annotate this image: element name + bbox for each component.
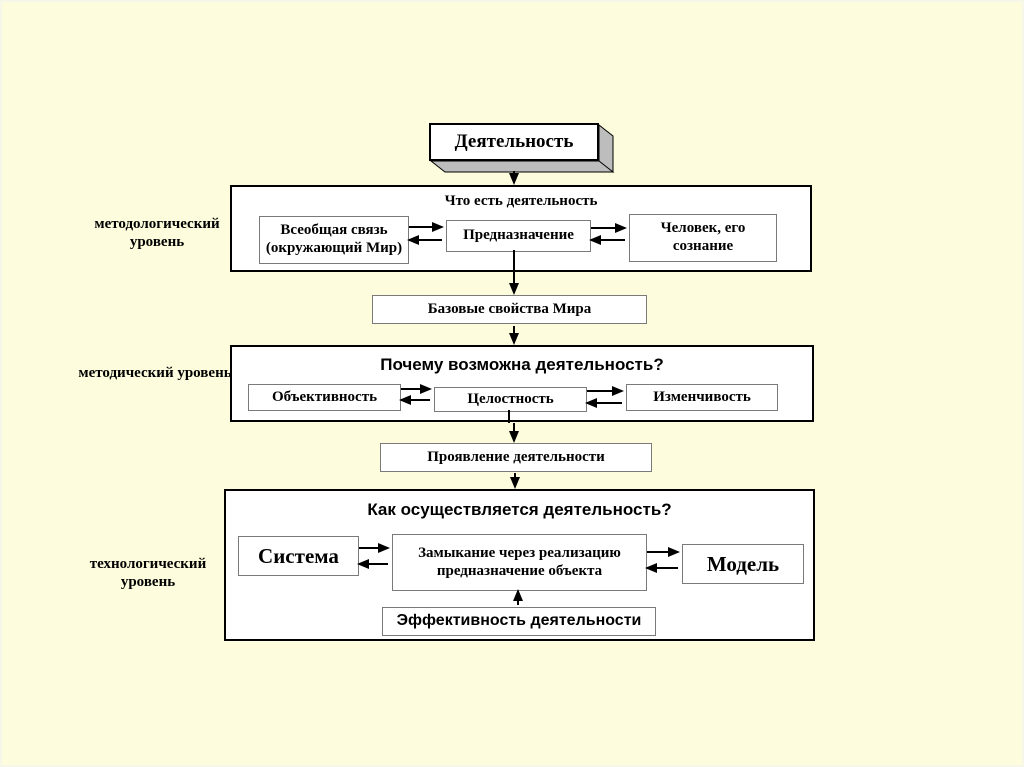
box-model: Модель	[682, 544, 804, 584]
box-variability: Изменчивость	[626, 384, 778, 411]
box-universal-connection: Всеобщая связь (окружающий Мир)	[259, 216, 409, 264]
box-objectivity: Объективность	[248, 384, 401, 411]
section-how-activity-performed: Как осуществляется деятельность? Система…	[224, 489, 815, 641]
section-what-is-activity: Что есть деятельность Всеобщая связь (ок…	[230, 185, 812, 272]
level-label-methodical: методический уровень	[78, 365, 232, 381]
box-human-consciousness: Человек, его сознание	[629, 214, 777, 262]
section1-title: Что есть деятельность	[444, 193, 598, 209]
box-manifestation-of-activity: Проявление деятельности	[380, 443, 652, 472]
box-system: Система	[238, 536, 359, 576]
box-basic-world-properties: Базовые свойства Мира	[372, 295, 647, 324]
box-activity-efficiency: Эффективность деятельности	[382, 607, 656, 636]
box-purpose: Предназначение	[446, 220, 591, 252]
section-why-activity-possible: Почему возможна деятельность? Объективно…	[230, 345, 814, 422]
box-closure-through-realization: Замыкание через реализацию предназначени…	[392, 534, 647, 591]
box-integrity: Целостность	[434, 387, 587, 412]
level-label-methodological: методологический уровень	[94, 216, 220, 250]
section2-title: Почему возможна деятельность?	[380, 355, 664, 374]
activity-root-box: Деятельность	[429, 123, 599, 161]
level-label-technological: технологический уровень	[89, 556, 207, 590]
section3-title: Как осуществляется деятельность?	[367, 500, 672, 519]
